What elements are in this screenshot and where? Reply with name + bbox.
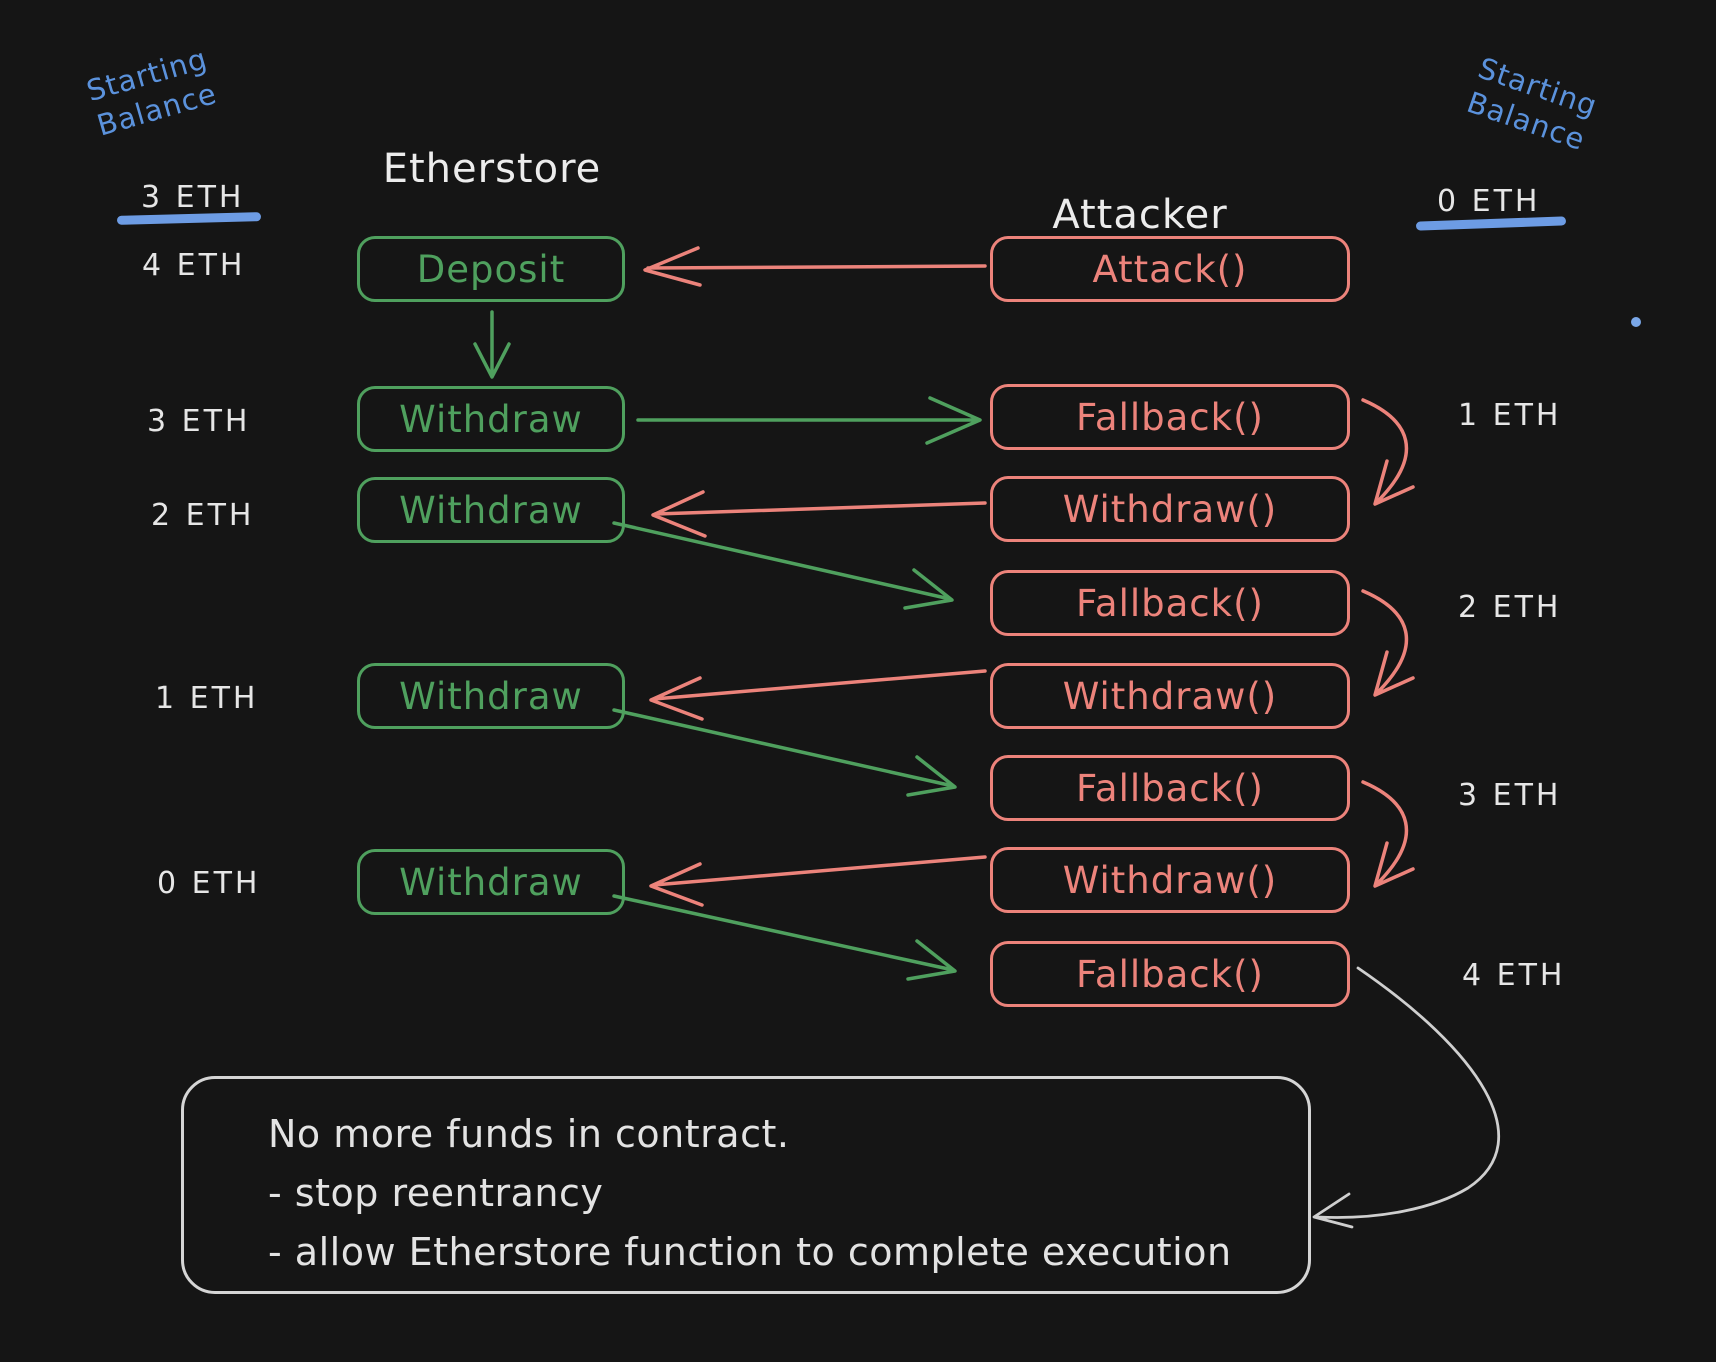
etherstore-balance-3eth: 3 ETH xyxy=(147,404,251,439)
withdraw-label-3: Withdraw xyxy=(399,674,583,718)
blue-dot xyxy=(1631,317,1641,327)
arrow-fallback4-to-note xyxy=(1312,966,1500,1229)
arrow-withdrawcall2-to-withdraw3 xyxy=(649,669,987,721)
deposit-box: Deposit xyxy=(357,236,625,302)
withdraw-box-3: Withdraw xyxy=(357,663,625,729)
attacker-balance-2eth: 2 ETH xyxy=(1458,590,1562,625)
attack-label: Attack() xyxy=(1092,247,1248,291)
withdrawcall-label-1: Withdraw() xyxy=(1062,487,1278,531)
fallback-label-3: Fallback() xyxy=(1076,766,1264,810)
arrow-withdraw2-to-fallback2 xyxy=(612,521,954,610)
etherstore-title: Etherstore xyxy=(382,146,602,192)
arrow-withdraw1-to-fallback1 xyxy=(636,396,982,445)
arrow-withdraw4-to-fallback4 xyxy=(612,894,957,981)
withdrawcall-label-2: Withdraw() xyxy=(1062,674,1278,718)
fallback-label-4: Fallback() xyxy=(1076,952,1264,996)
etherstore-balance-2eth: 2 ETH xyxy=(151,498,255,533)
etherstore-balance-1eth: 1 ETH xyxy=(155,681,259,716)
fallback-label-2: Fallback() xyxy=(1076,581,1264,625)
withdraw-label-1: Withdraw xyxy=(399,397,583,441)
attack-box: Attack() xyxy=(990,236,1350,302)
attacker-balance-3eth: 3 ETH xyxy=(1458,778,1562,813)
arrow-attack-to-deposit xyxy=(643,246,987,287)
starting-balance-left-value: 3 ETH xyxy=(141,180,245,215)
note-line-2: - stop reentrancy xyxy=(268,1171,604,1215)
fallback-box-3: Fallback() xyxy=(990,755,1350,821)
withdrawcall-box-1: Withdraw() xyxy=(990,476,1350,542)
arrow-deposit-to-withdraw xyxy=(473,310,511,379)
withdraw-label-2: Withdraw xyxy=(399,488,583,532)
arrow-fallback2-to-withdrawcall2 xyxy=(1361,589,1415,697)
etherstore-balance-0eth: 0 ETH xyxy=(157,866,261,901)
withdrawcall-label-3: Withdraw() xyxy=(1062,858,1278,902)
arrow-withdraw3-to-fallback3 xyxy=(612,708,957,797)
etherstore-balance-4eth: 4 ETH xyxy=(142,248,246,283)
withdrawcall-box-3: Withdraw() xyxy=(990,847,1350,913)
deposit-label: Deposit xyxy=(416,247,566,291)
arrow-fallback3-to-withdrawcall3 xyxy=(1361,780,1415,888)
arrow-withdrawcall1-to-withdraw2 xyxy=(651,490,987,538)
note-box: No more funds in contract. - stop reentr… xyxy=(181,1076,1311,1294)
withdraw-box-1: Withdraw xyxy=(357,386,625,452)
note-line-3: - allow Etherstore function to complete … xyxy=(268,1230,1232,1274)
attacker-title: Attacker xyxy=(1052,192,1228,238)
note-line-1: No more funds in contract. xyxy=(268,1112,790,1156)
attacker-balance-1eth: 1 ETH xyxy=(1458,398,1562,433)
arrow-fallback1-to-withdrawcall1 xyxy=(1361,398,1415,506)
withdrawcall-box-2: Withdraw() xyxy=(990,663,1350,729)
fallback-box-4: Fallback() xyxy=(990,941,1350,1007)
withdraw-box-2: Withdraw xyxy=(357,477,625,543)
fallback-box-2: Fallback() xyxy=(990,570,1350,636)
arrow-withdrawcall3-to-withdraw4 xyxy=(649,855,987,907)
attacker-balance-4eth: 4 ETH xyxy=(1462,958,1566,993)
fallback-label-1: Fallback() xyxy=(1076,395,1264,439)
withdraw-label-4: Withdraw xyxy=(399,860,583,904)
withdraw-box-4: Withdraw xyxy=(357,849,625,915)
starting-balance-right-value: 0 ETH xyxy=(1437,184,1541,219)
fallback-box-1: Fallback() xyxy=(990,384,1350,450)
